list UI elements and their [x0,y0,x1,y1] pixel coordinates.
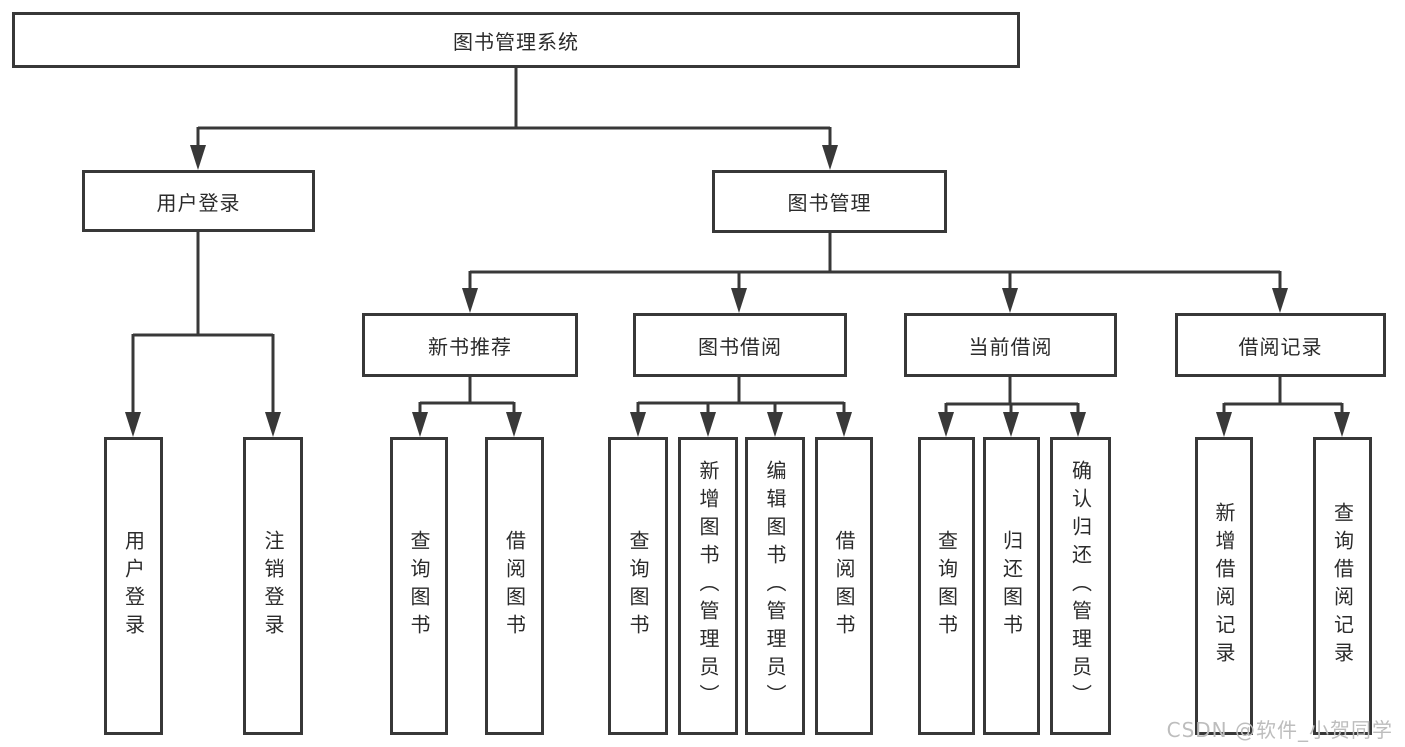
leaf-label: 用户登录 [121,530,146,642]
leaf-label: 新增图书（管理员） [696,460,720,712]
leaf-edit-book-admin: 编辑图书（管理员） [745,437,805,735]
leaf-user-login: 用户登录 [104,437,163,735]
node-current-borrowing: 当前借阅 [904,313,1117,377]
leaf-query-books-current: 查询图书 [918,437,975,735]
node-book-management: 图书管理 [712,170,947,233]
leaf-query-books-recommend: 查询图书 [390,437,448,735]
node-borrowing-records: 借阅记录 [1175,313,1386,377]
leaf-confirm-return-admin: 确认归还（管理员） [1050,437,1111,735]
leaf-add-borrow-record: 新增借阅记录 [1195,437,1253,735]
leaf-label: 借阅图书 [832,530,856,642]
node-user-login: 用户登录 [82,170,315,232]
leaf-add-book-admin: 新增图书（管理员） [678,437,738,735]
leaf-borrow-books-borrowing: 借阅图书 [815,437,873,735]
leaf-label: 新增借阅记录 [1212,502,1236,670]
leaf-query-borrow-record: 查询借阅记录 [1313,437,1372,735]
csdn-watermark: CSDN @软件_小贺同学 [1166,718,1393,742]
leaf-label: 查询借阅记录 [1330,502,1355,670]
leaf-label: 查询图书 [626,530,650,642]
node-library-system: 图书管理系统 [12,12,1020,68]
leaf-label: 查询图书 [934,530,959,642]
leaf-query-books-borrowing: 查询图书 [608,437,668,735]
leaf-label: 注销登录 [261,530,285,642]
leaf-label: 归还图书 [999,530,1024,642]
node-book-borrowing: 图书借阅 [633,313,847,377]
leaf-borrow-books-recommend: 借阅图书 [485,437,544,735]
leaf-logout: 注销登录 [243,437,303,735]
leaf-return-book: 归还图书 [983,437,1040,735]
leaf-label: 借阅图书 [502,530,527,642]
leaf-label: 查询图书 [407,530,431,642]
arrowheads [125,145,1350,437]
leaf-label: 确认归还（管理员） [1068,460,1093,712]
node-new-book-recommend: 新书推荐 [362,313,578,377]
leaf-label: 编辑图书（管理员） [763,460,787,712]
